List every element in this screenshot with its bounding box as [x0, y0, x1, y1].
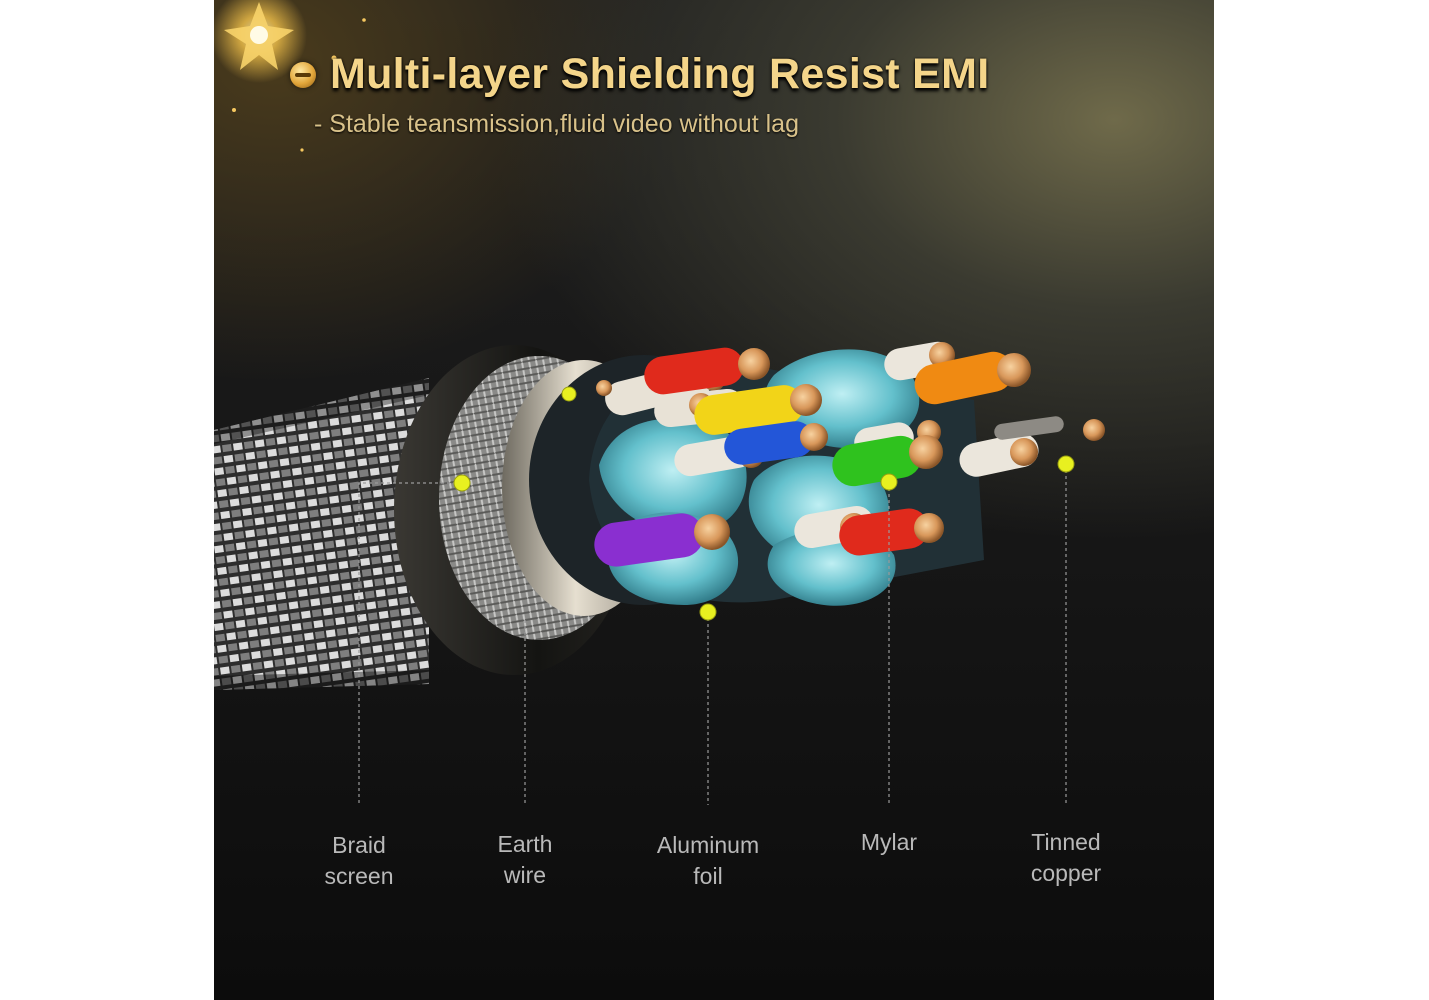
yellow-wire: [694, 384, 822, 435]
gold-bullet-icon: [290, 61, 316, 88]
white-conductors: [605, 341, 1105, 548]
marker-mylar: [880, 473, 898, 491]
feature-heading: Multi-layer Shielding Resist EMI: [290, 50, 990, 99]
marker-tinned-copper: [1057, 455, 1075, 473]
orange-wire: [914, 351, 1031, 405]
green-wire: [832, 435, 943, 487]
blue-wire: [724, 421, 828, 465]
label-mylar: Mylar: [860, 829, 918, 855]
callout-markers: [453, 386, 1075, 621]
purple-wire: [594, 513, 730, 567]
marker-braid-screen: [453, 474, 471, 492]
product-image-panel: Multi-layer Shielding Resist EMI - Stabl…: [214, 0, 1214, 1000]
feature-subtitle: - Stable teansmission,fluid video withou…: [314, 110, 799, 138]
colored-conductors: [594, 347, 1031, 567]
red-wire-top: [644, 347, 770, 395]
callout-lines: [358, 464, 1067, 805]
marker-earth-wire: [561, 386, 577, 402]
feature-title: Multi-layer Shielding Resist EMI: [330, 50, 990, 98]
sparkle-star-icon: [214, 0, 366, 152]
red-wire-bottom: [839, 508, 944, 556]
marker-aluminum-foil: [699, 603, 717, 621]
cable-cross-section-illustration: [214, 0, 1105, 805]
